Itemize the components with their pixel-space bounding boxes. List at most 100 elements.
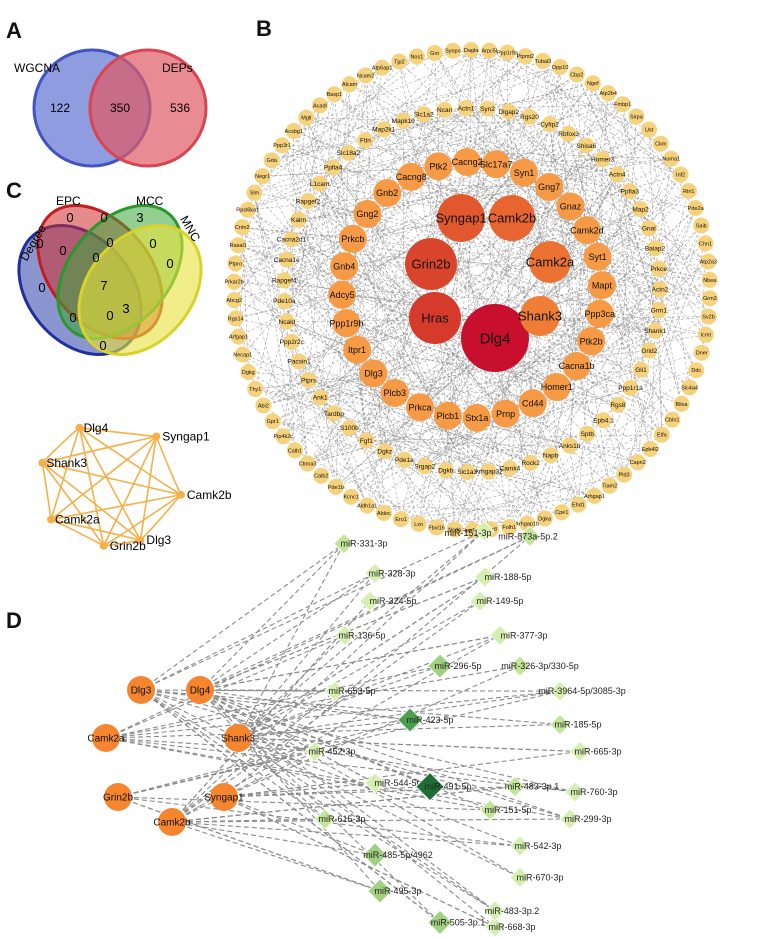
- mirna-edge: [140, 689, 496, 912]
- ppi-edge: [436, 108, 488, 528]
- ppi-edge: [262, 52, 435, 177]
- ppi-node-label: Ank1: [313, 395, 328, 402]
- mirna-edge: [171, 821, 376, 856]
- ppi-edge: [350, 313, 600, 498]
- ppi-node-label: Etfa: [657, 433, 668, 439]
- ppi-node-prkce: [650, 260, 667, 277]
- mirna-edge: [199, 689, 496, 912]
- ppi-node-bliva: [673, 395, 690, 412]
- ppi-edge: [430, 263, 506, 414]
- ppi-node-hras: [409, 292, 461, 344]
- ppi-node-ero1: [393, 511, 410, 528]
- ppi-node-label: Grn: [430, 51, 439, 57]
- ppi-edge: [445, 49, 472, 471]
- ppi-node-label: Anks1b: [559, 443, 581, 450]
- ppi-node-label: Epb4l2: [642, 447, 659, 453]
- ppi-node-prnp: [491, 399, 520, 428]
- mirna-edge: [199, 689, 411, 721]
- ppi-node-gnal: [640, 220, 657, 237]
- ppi-node-grid2: [641, 342, 658, 359]
- ppi-edge: [320, 369, 641, 398]
- ppi-node-arhgap1: [586, 487, 603, 504]
- ppi-edge: [430, 109, 445, 265]
- mirna-node-label: miR-151-3p: [444, 528, 491, 538]
- ppi-node-grm1: [650, 302, 667, 319]
- ppi-node-label: Folh1: [502, 525, 516, 531]
- ppi-edge: [607, 93, 709, 317]
- ppi-node-ptk2: [424, 152, 453, 181]
- ppi-node-slc18a2: [340, 144, 357, 161]
- ppi-edge: [271, 139, 366, 161]
- ppi-node-label: Cpe1: [555, 510, 568, 516]
- ppi-node-label: Actn4: [609, 172, 626, 179]
- ppi-node-camk2d: [572, 216, 601, 245]
- ppi-edge: [298, 52, 508, 220]
- ppi-node-label: Grin2b: [411, 257, 450, 272]
- venn4-count: 0: [149, 236, 156, 251]
- mirna-edge: [140, 689, 326, 820]
- ppi-node-label: Ust: [645, 128, 654, 134]
- ppi-edge: [333, 413, 579, 505]
- ppi-edge: [293, 94, 335, 132]
- ppi-node-label: Lxn: [414, 522, 423, 528]
- ppi-node-label: Acadl: [313, 103, 327, 109]
- ppi-node-ppp2r2c: [283, 333, 300, 350]
- panel-letter-c: C: [6, 178, 22, 203]
- mirna-node-mir-151-5p: [479, 799, 501, 821]
- ppi-node-rpsl6ka1: [239, 201, 256, 218]
- mirna-gene-label: Syngap1: [204, 793, 244, 804]
- ppi-node-label: Pld3: [619, 472, 630, 478]
- ppi-node-s100b: [341, 419, 358, 436]
- ppi-edge: [293, 130, 468, 473]
- ppi-node-atp2b4: [600, 85, 617, 102]
- ppi-node-label: Cacna2d1: [277, 237, 307, 244]
- mirna-edge: [237, 719, 411, 739]
- mirna-gene-camk2b: [158, 808, 186, 836]
- ppi-node-cacng2: [453, 148, 482, 177]
- mirna-edge: [199, 689, 491, 811]
- mirna-gene-grin2b: [104, 783, 132, 811]
- ppi-edge: [255, 388, 551, 456]
- mirna-edge: [105, 535, 531, 739]
- ppi-node-label: Calb2: [314, 474, 328, 480]
- ppi-node-necap1: [234, 346, 251, 363]
- venn2-right-label: DEPs: [162, 61, 193, 75]
- ppi-node-kcnc1: [343, 488, 360, 505]
- hub-node-label: Dlg4: [84, 421, 109, 435]
- ppi-edge: [452, 50, 650, 130]
- hub-node-label: Camk2a: [55, 513, 100, 527]
- ppi-node-label: Slc1a3: [457, 469, 477, 476]
- ppi-node-label: Necap1: [233, 352, 252, 358]
- mirna-node-label: miR-423-5p: [406, 715, 453, 725]
- ppi-node-label: Atp2a3: [700, 259, 717, 265]
- mirna-node-label: miR-185-5p: [554, 720, 601, 730]
- ppi-edge: [526, 191, 631, 524]
- ppi-node-thy1: [247, 381, 264, 398]
- mirna-edge: [105, 634, 346, 739]
- venn4-count: 3: [136, 210, 143, 225]
- ppi-edge: [263, 84, 350, 406]
- ppi-edge: [255, 388, 334, 414]
- venn4-count: 0: [92, 250, 99, 265]
- mirna-node-label: miR-665-3p: [574, 747, 621, 757]
- mirna-node-label: miR-491-5p: [424, 782, 471, 792]
- ppi-node-ptprs: [300, 371, 317, 388]
- mirna-node-label: miR-331-3p: [340, 539, 387, 549]
- ppi-edge: [366, 440, 651, 450]
- ppi-edge: [544, 93, 609, 519]
- ppi-node-label: Baiap2: [645, 245, 666, 252]
- ppi-edge: [523, 172, 610, 486]
- ppi-node-ncdn: [446, 521, 463, 538]
- ppi-node-syt1: [583, 242, 612, 271]
- mirna-node-label: miR-615-3p: [318, 814, 365, 824]
- ppi-edge: [238, 244, 710, 281]
- ppi-edge: [434, 52, 673, 420]
- hub-node-label: Grin2b: [110, 539, 146, 553]
- ppi-node-camk4: [501, 460, 518, 477]
- ppi-node-label: Adcy5: [330, 290, 355, 300]
- ppi-node-rgs14: [227, 310, 244, 327]
- ppi-node-label: Gli1: [635, 367, 647, 374]
- ppi-edge: [447, 145, 587, 416]
- ppi-node-homer1: [542, 373, 571, 402]
